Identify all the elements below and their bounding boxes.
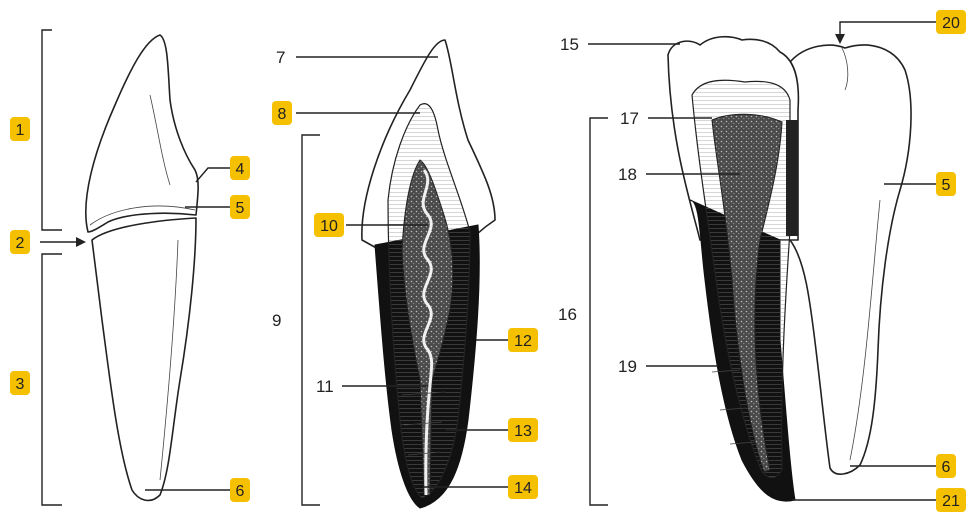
label-13: 13 [508, 418, 538, 442]
molar-external-part [790, 45, 911, 474]
svg-text:10: 10 [320, 218, 338, 235]
label-21: 21 [936, 488, 966, 512]
label-18: 18 [618, 165, 637, 184]
label-10: 10 [314, 213, 344, 237]
svg-text:20: 20 [942, 15, 960, 32]
label-9: 9 [272, 311, 281, 330]
leader-4 [196, 168, 230, 182]
molar-junction [786, 120, 798, 236]
root-outline [92, 218, 196, 500]
leader-20 [840, 22, 936, 38]
label-19: 19 [618, 357, 637, 376]
svg-text:12: 12 [514, 333, 532, 350]
label-7: 7 [276, 48, 285, 67]
svg-text:5: 5 [942, 177, 951, 194]
label-20: 20 [936, 10, 966, 34]
label-15: 15 [560, 35, 579, 54]
svg-text:6: 6 [942, 459, 951, 476]
crown-outline [86, 35, 198, 232]
label-12: 12 [508, 328, 538, 352]
svg-text:5: 5 [236, 200, 245, 217]
svg-text:3: 3 [16, 376, 25, 393]
label-17: 17 [620, 109, 639, 128]
label-1: 1 [10, 117, 30, 141]
label-5: 5 [230, 195, 250, 219]
label-2: 2 [10, 230, 30, 254]
label-14: 14 [508, 475, 538, 499]
svg-text:6: 6 [236, 483, 245, 500]
label-4: 4 [230, 156, 250, 180]
label-5-molar: 5 [936, 172, 956, 196]
bracket-root [42, 254, 62, 505]
label-6: 6 [230, 478, 250, 502]
svg-text:8: 8 [278, 106, 287, 123]
bracket-section [302, 135, 320, 505]
molar-tooth [668, 37, 911, 501]
svg-text:13: 13 [514, 423, 532, 440]
label-16: 16 [558, 305, 577, 324]
label-3: 3 [10, 371, 30, 395]
svg-text:14: 14 [514, 480, 532, 497]
cej-arrow-head [76, 237, 86, 247]
label-8: 8 [272, 101, 292, 125]
external-tooth [86, 35, 198, 500]
label-11: 11 [316, 377, 334, 396]
svg-text:2: 2 [16, 235, 25, 252]
label-6-molar: 6 [936, 454, 956, 478]
bracket-crown [42, 30, 62, 230]
leader-20-head [835, 34, 845, 44]
bracket-molar [590, 118, 608, 505]
svg-text:4: 4 [236, 161, 245, 178]
sectioned-tooth [362, 40, 495, 508]
svg-text:1: 1 [16, 122, 25, 139]
svg-text:21: 21 [942, 493, 960, 510]
